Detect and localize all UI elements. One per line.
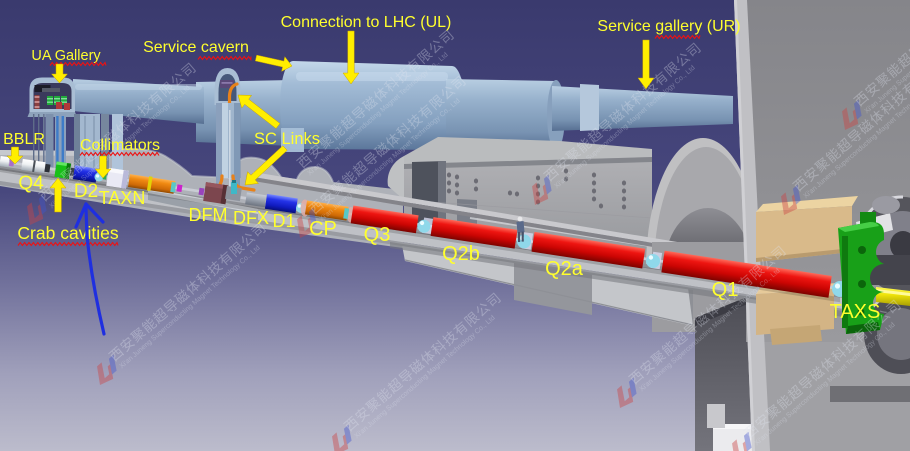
label-dfx: DFX	[233, 208, 269, 228]
watermark-logo	[297, 207, 317, 238]
label-bblr: BBLR	[3, 131, 45, 148]
arrow-crab-cavities	[49, 177, 67, 213]
arrow-bblr	[6, 146, 24, 165]
part	[146, 176, 153, 192]
arrow-ua-gallery	[50, 63, 69, 84]
taxs-frame	[838, 212, 884, 334]
arrow-sc-links-lower	[244, 145, 288, 186]
part	[32, 160, 36, 173]
watermark-logo	[732, 431, 752, 451]
arrow-service-gallery	[637, 39, 655, 90]
taxn-box	[106, 167, 129, 189]
hand-drawn-arrow	[74, 202, 106, 336]
label-q2b: Q2b	[442, 243, 480, 265]
watermark-logo	[532, 174, 552, 205]
ul-tunnel-complex	[196, 61, 733, 150]
label-service-gallery: Service gallery (UR)	[597, 18, 740, 35]
label-ua-gallery: UA Gallery	[31, 48, 101, 64]
taxs-exit-pipe	[876, 287, 910, 306]
label-q3: Q3	[364, 224, 391, 246]
label-connection-lhc: Connection to LHC (UL)	[281, 14, 452, 31]
magnet-q3	[350, 205, 419, 234]
part	[69, 167, 75, 177]
label-d1: D1	[272, 211, 295, 231]
watermark-logo	[332, 424, 352, 451]
label-d2: D2	[74, 181, 98, 202]
service-shaft	[206, 68, 256, 194]
label-service-cavern: Service cavern	[143, 39, 249, 56]
part	[343, 208, 350, 220]
label-collimators: Collimators	[80, 137, 160, 154]
dfx-platform	[148, 188, 258, 223]
cryo-connector	[417, 217, 434, 235]
spellcheck-underline	[197, 55, 252, 62]
connector-magenta	[176, 184, 183, 193]
cavern-structure	[253, 137, 768, 270]
watermark-logo	[97, 354, 117, 385]
connector-purple	[198, 187, 205, 196]
spellcheck-underline	[79, 151, 160, 157]
label-taxn: TAXN	[99, 188, 146, 208]
label-q2a: Q2a	[545, 258, 584, 280]
watermark-logo	[27, 194, 47, 225]
dfx-assembly	[225, 180, 242, 202]
part	[170, 181, 177, 193]
annotation-arrows	[6, 30, 655, 213]
label-cp: CP	[309, 218, 337, 240]
label-taxs: TAXS	[830, 301, 881, 323]
spellcheck-underline	[654, 34, 701, 40]
label-dfm: DFM	[189, 205, 228, 225]
cryo-connector	[517, 232, 534, 250]
worker-figure	[516, 216, 525, 242]
arrow-collimators	[94, 155, 112, 179]
crab-cavity-box	[54, 161, 72, 179]
watermark-logo	[781, 184, 801, 215]
label-crab-cavities: Crab cavities	[17, 223, 118, 243]
tunnel-panel	[281, 128, 304, 152]
magnet-d2	[72, 165, 98, 183]
label-q4: Q4	[18, 173, 44, 194]
arrow-connection-lhc	[342, 30, 360, 85]
spellcheck-underline	[17, 241, 119, 247]
annotation-labels: UA Gallery Service cavern Connection to LH…	[3, 14, 880, 323]
magnet-left-pipe	[0, 156, 10, 168]
sc-link-cable-top	[227, 82, 239, 105]
ua-gallery-structure	[27, 77, 204, 124]
label-q1: Q1	[712, 279, 739, 301]
magnet-d1	[264, 193, 298, 214]
watermark-logo	[842, 99, 862, 130]
dfx-coupling	[245, 192, 267, 208]
magnet-q1	[661, 250, 832, 298]
beamline	[0, 156, 854, 303]
magnet-q2a	[531, 231, 646, 269]
arrow-service-cavern	[254, 54, 293, 72]
magnet-cp	[304, 200, 349, 221]
cryo-connector	[646, 251, 663, 270]
label-sc-links: SC Links	[254, 130, 320, 148]
corrector-orange	[128, 174, 176, 194]
gallery-support-pipes	[33, 114, 123, 175]
magnet-q2b	[430, 217, 518, 249]
dfm-box	[203, 182, 229, 205]
watermark-logo	[617, 377, 637, 408]
q4-coupling	[44, 163, 51, 173]
arrow-sc-links-upper	[237, 94, 281, 129]
